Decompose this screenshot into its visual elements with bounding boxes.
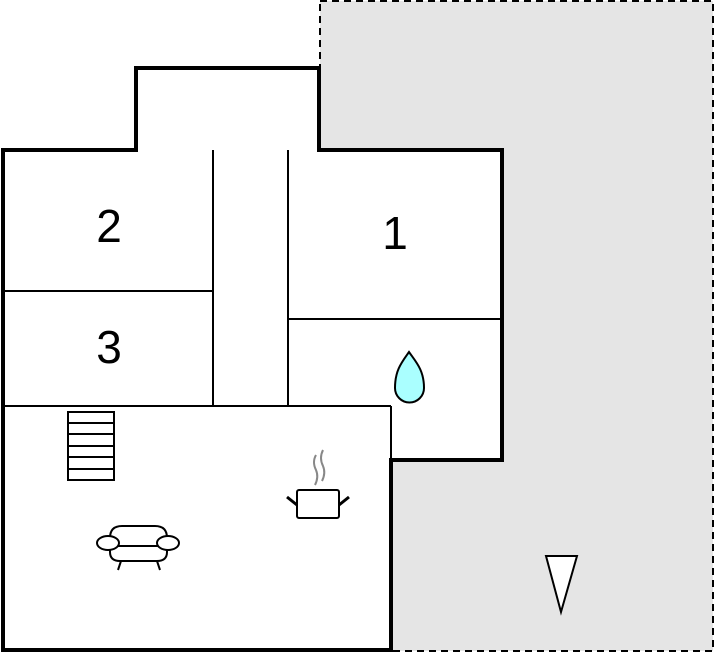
building-fill (3, 68, 502, 650)
cooking-pot-icon (286, 449, 350, 519)
room-label-1: 1 (382, 207, 408, 259)
stairs-icon (67, 411, 115, 481)
north-arrow-icon (544, 555, 579, 616)
room-label-3: 3 (96, 321, 122, 373)
interior-walls (3, 150, 502, 460)
sofa-icon (96, 525, 180, 571)
room-label-2: 2 (96, 200, 122, 252)
exterior-walls (1, 66, 504, 652)
water-drop-icon (393, 350, 426, 404)
